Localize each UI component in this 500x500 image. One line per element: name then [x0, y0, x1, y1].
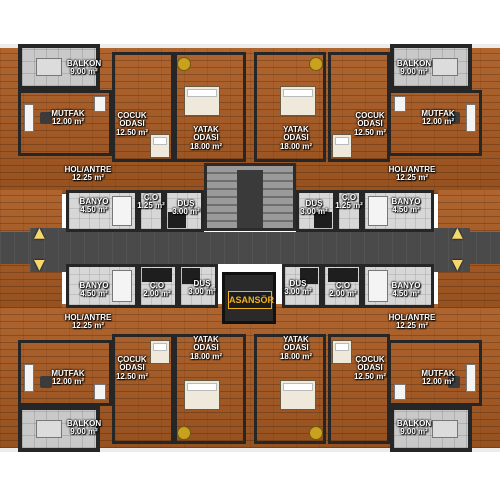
dining-chair-bottom-right: [448, 376, 460, 388]
dining-chair-bottom-left: [40, 376, 52, 388]
balcony-table-bottom-left: [36, 420, 62, 438]
child-bed-bottom-right: [332, 340, 352, 364]
plant-top-left: [177, 57, 191, 71]
bathtub-top-left: [112, 196, 132, 226]
balcony-table-top-right: [432, 58, 458, 76]
bathtub-top-right: [368, 196, 388, 226]
child-bed-top-right: [332, 134, 352, 158]
wc-cabinet-bottom-left: [142, 268, 172, 282]
kitchen-top-left: [18, 90, 112, 156]
bed-bottom-left: [184, 380, 220, 410]
counter-bottom-right: [466, 364, 476, 392]
child-bed-top-left: [150, 134, 170, 158]
counter-top-right: [466, 104, 476, 132]
bed-top-right: [280, 86, 316, 116]
corridor-left-lobby: [30, 228, 66, 272]
plant-top-right: [309, 57, 323, 71]
plant-bottom-left: [177, 426, 191, 440]
child-room-top-left: [112, 52, 174, 162]
bedroom-top-left: [174, 52, 246, 162]
arrow-up-icon: ▲: [34, 225, 45, 241]
arrow-down-icon: ▼: [34, 257, 45, 273]
shower-tray-bottom-right: [300, 268, 318, 284]
bed-top-left: [184, 86, 220, 116]
stove-top-left: [94, 96, 106, 112]
bedroom-top-right: [254, 52, 326, 162]
dining-chair-top-left: [40, 112, 52, 124]
bedroom-bottom-left: [174, 334, 246, 444]
child-bed-bottom-left: [150, 340, 170, 364]
bedroom-bottom-right: [254, 334, 326, 444]
arrow-down-icon: ▼: [452, 257, 463, 273]
arrow-up-icon: ▲: [452, 225, 463, 241]
bathtub-bottom-left: [112, 270, 132, 302]
wc-cabinet-bottom-right: [328, 268, 358, 282]
wc-top-left: [138, 190, 164, 232]
corridor: [0, 232, 500, 264]
balcony-table-top-left: [36, 58, 62, 76]
stove-bottom-right: [394, 384, 406, 400]
child-room-top-right: [328, 52, 390, 162]
shower-tray-bottom-left: [182, 268, 200, 284]
balcony-table-bottom-right: [432, 420, 458, 438]
bathtub-bottom-right: [368, 270, 388, 302]
corridor-right-lobby: [434, 228, 470, 272]
shower-tray-top-right: [314, 212, 332, 228]
stove-top-right: [394, 96, 406, 112]
stair-landing: [237, 170, 263, 228]
counter-bottom-left: [24, 364, 34, 392]
shower-tray-top-left: [168, 212, 186, 228]
elevator-label: ASANSÖR: [228, 291, 274, 309]
stove-bottom-left: [94, 384, 106, 400]
kitchen-bottom-right: [388, 340, 482, 406]
bed-bottom-right: [280, 380, 316, 410]
plant-bottom-right: [309, 426, 323, 440]
child-room-bottom-left: [112, 334, 174, 444]
kitchen-bottom-left: [18, 340, 112, 406]
counter-top-left: [24, 104, 34, 132]
wc-top-right: [336, 190, 362, 232]
dining-chair-top-right: [448, 112, 460, 124]
